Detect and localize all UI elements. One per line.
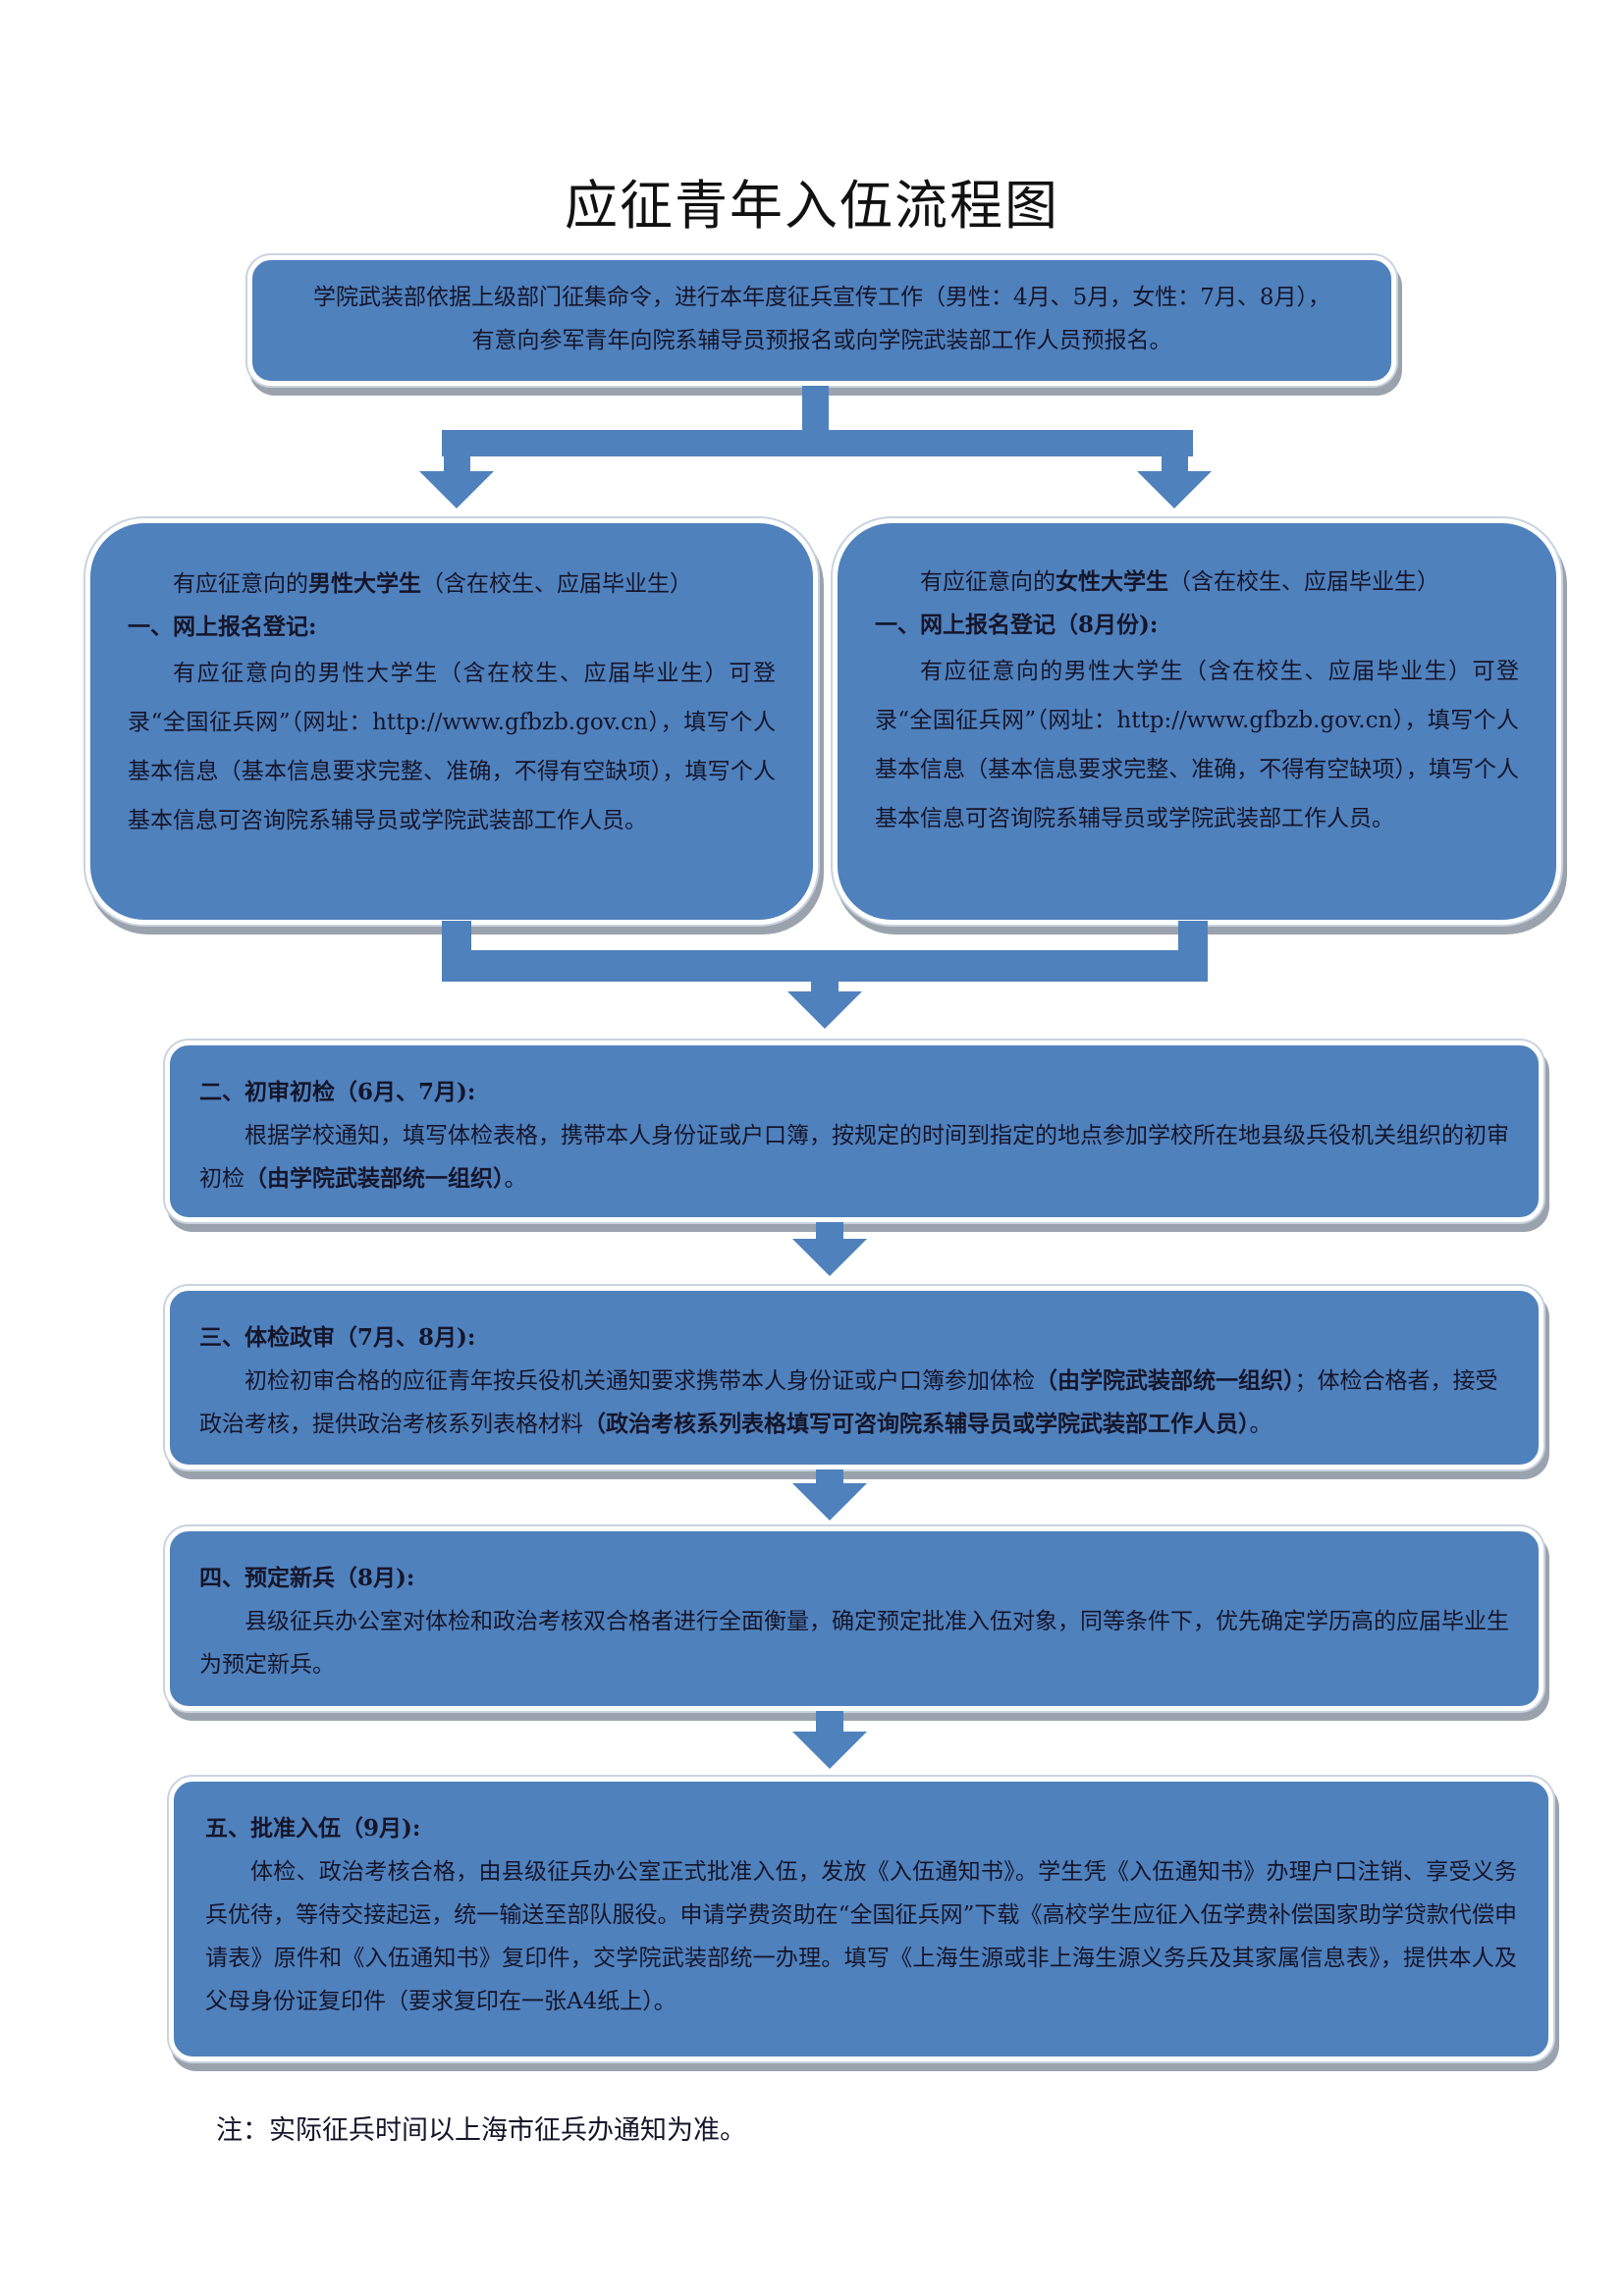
step5-body: 体检、政治考核合格，由县级征兵办公室正式批准入伍，发放《入伍通知书》。学生凭《入…	[205, 1859, 1517, 2014]
step5-heading: 五、批准入伍（9月):	[205, 1815, 421, 1842]
step3-heading: 三、体检政审（7月、8月):	[199, 1324, 476, 1351]
female-body: 有应征意向的男性大学生（含在校生、应届毕业生）可登录“全国征兵网”（网址：htt…	[875, 659, 1519, 831]
step2-end: 。	[504, 1166, 527, 1192]
arrow-down-icon	[792, 1483, 867, 1521]
arrow-down-icon	[787, 991, 862, 1029]
arrow-down-icon	[792, 1732, 867, 1769]
step3-box: 三、体检政审（7月、8月): 初检初审合格的应征青年按兵役机关通知要求携带本人身…	[165, 1286, 1543, 1469]
step2-heading: 二、初审初检（6月、7月):	[199, 1079, 476, 1105]
female-lead-post: （含在校生、应届毕业生）	[1168, 569, 1439, 595]
step3-bold-2: （政治考核系列表格填写可咨询院系辅导员或学院武装部工作人员）	[583, 1411, 1250, 1437]
male-student-box: 有应征意向的男性大学生（含在校生、应届毕业生） 一、网上报名登记: 有应征意向的…	[85, 518, 818, 925]
step4-heading: 四、预定新兵（8月):	[199, 1565, 415, 1591]
connector-merge-bar	[442, 950, 1208, 982]
connector-stem	[816, 1711, 843, 1735]
male-lead: 有应征意向的男性大学生（含在校生、应届毕业生）	[128, 562, 776, 606]
male-lead-bold: 男性大学生	[308, 570, 421, 597]
connector-split-bar	[442, 430, 1193, 456]
female-heading: 一、网上报名登记（8月份):	[875, 612, 1159, 638]
arrow-down-icon	[419, 471, 494, 508]
step2-body: 根据学校通知，填写体检表格，携带本人身份证或户口簿，按规定的时间到指定的地点参加…	[199, 1114, 1509, 1201]
intro-box: 学院武装部依据上级部门征集命令，进行本年度征兵宣传工作（男性：4月、5月，女性：…	[247, 255, 1396, 386]
step3-text-1: 初检初审合格的应征青年按兵役机关通知要求携带本人身份证或户口簿参加体检	[244, 1368, 1035, 1394]
step3-end: 。	[1249, 1412, 1272, 1437]
female-lead-bold: 女性大学生	[1056, 568, 1168, 595]
step2-bold: （由学院武装部统一组织）	[244, 1165, 505, 1192]
male-lead-post: （含在校生、应届毕业生）	[421, 571, 692, 597]
male-heading: 一、网上报名登记:	[128, 614, 317, 640]
female-lead: 有应征意向的女性大学生（含在校生、应届毕业生）	[875, 561, 1519, 604]
footnote: 注：实际征兵时间以上海市征兵办通知为准。	[216, 2115, 746, 2146]
intro-line-2: 有意向参军青年向院系辅导员预报名或向学院武装部工作人员预报名。	[471, 328, 1172, 353]
step3-text-2: ；体检合格者，接受政治考核，提供政治考核系列表格材料	[199, 1368, 1498, 1437]
connector-stem	[816, 1469, 843, 1485]
step3-body: 初检初审合格的应征青年按兵役机关通知要求携带本人身份证或户口簿参加体检（由学院武…	[199, 1360, 1509, 1446]
connector-merge-stem	[811, 980, 839, 993]
step2-box: 二、初审初检（6月、7月): 根据学校通知，填写体检表格，携带本人身份证或户口簿…	[165, 1041, 1543, 1222]
arrow-down-icon	[1137, 471, 1212, 508]
step2-text: 根据学校通知，填写体检表格，携带本人身份证或户口簿，按规定的时间到指定的地点参加…	[199, 1123, 1509, 1192]
male-lead-pre: 有应征意向的	[173, 571, 308, 597]
arrow-down-icon	[792, 1239, 867, 1276]
male-body: 有应征意向的男性大学生（含在校生、应届毕业生）可登录“全国征兵网”（网址：htt…	[128, 661, 776, 833]
female-lead-pre: 有应征意向的	[920, 569, 1056, 595]
connector-stem	[816, 1222, 843, 1242]
connector-left-drop	[444, 452, 470, 471]
step4-box: 四、预定新兵（8月): 县级征兵办公室对体检和政治考核双合格者进行全面衡量，确定…	[165, 1526, 1543, 1711]
connector-stem	[802, 386, 829, 435]
connector-right-drop	[1162, 452, 1188, 471]
step4-body: 县级征兵办公室对体检和政治考核双合格者进行全面衡量，确定预定批准入伍对象，同等条…	[199, 1609, 1509, 1678]
page-title: 应征青年入伍流程图	[565, 175, 1059, 237]
female-student-box: 有应征意向的女性大学生（含在校生、应届毕业生） 一、网上报名登记（8月份): 有…	[833, 518, 1561, 925]
step5-box: 五、批准入伍（9月): 体检、政治考核合格，由县级征兵办公室正式批准入伍，发放《…	[169, 1777, 1553, 2061]
intro-line-1: 学院武装部依据上级部门征集命令，进行本年度征兵宣传工作（男性：4月、5月，女性：…	[312, 285, 1331, 310]
step3-bold-1: （由学院武装部统一组织）	[1035, 1367, 1295, 1394]
